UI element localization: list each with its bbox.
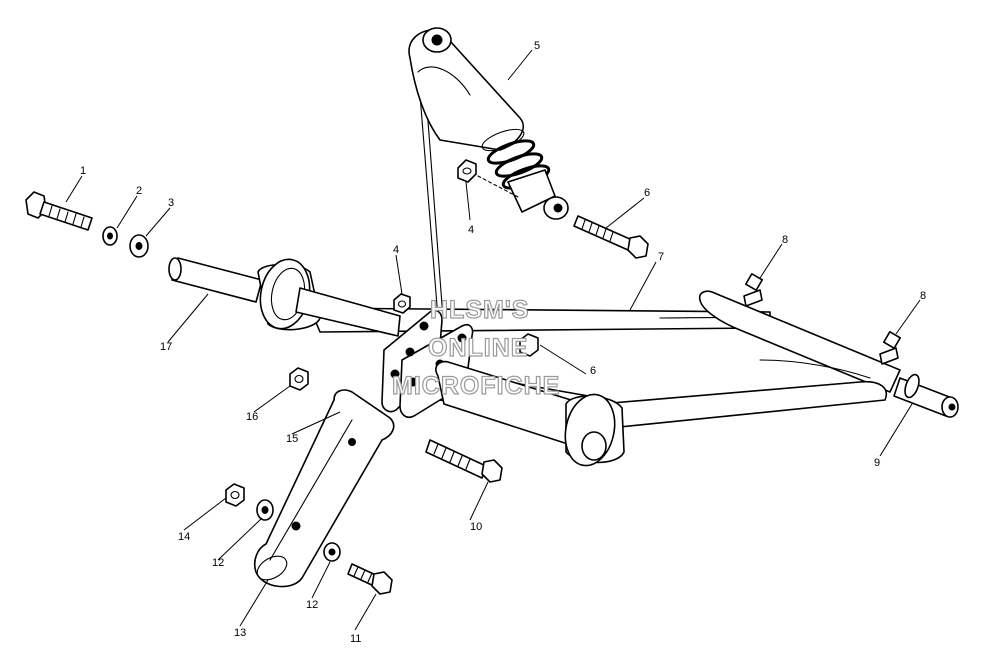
callout-6-mid: 6	[590, 365, 596, 377]
callout-8-upper: 8	[782, 234, 788, 246]
right-shaft	[893, 373, 959, 418]
callout-4-upper: 4	[468, 224, 474, 236]
washer-12-lower	[323, 542, 341, 562]
watermark-line-3: MICROFICHE	[392, 372, 560, 400]
washer-3	[129, 234, 149, 258]
callout-7: 7	[658, 251, 664, 263]
callout-12-left: 12	[212, 557, 224, 569]
washer-12-upper	[256, 499, 274, 521]
grease-fitting-upper	[743, 273, 763, 307]
nut-6-mid	[519, 333, 539, 357]
axle-shaft	[168, 257, 401, 337]
bolt-upper	[573, 215, 649, 259]
callout-1: 1	[80, 165, 86, 177]
watermark-line-2: ONLINE	[428, 334, 528, 362]
bolt-left	[25, 191, 93, 231]
bolt-11	[347, 563, 393, 595]
callout-12-right: 12	[306, 599, 318, 611]
callout-15: 15	[286, 433, 298, 445]
watermark: HLSM'S ONLINE MICROFICHE	[391, 295, 560, 400]
link-arm	[253, 389, 395, 588]
nut-14	[225, 483, 245, 507]
callout-6-upper: 6	[644, 187, 650, 199]
nut-mid	[393, 293, 411, 314]
bolt-10	[425, 439, 503, 483]
callout-3: 3	[168, 197, 174, 209]
washer-2	[102, 226, 118, 246]
callout-labels: 1 2 3 4 4 5 6 6 7 8 8 9 10 11 12 12 13 1…	[80, 40, 926, 645]
callout-5: 5	[534, 40, 540, 52]
grease-fitting-lower	[879, 331, 901, 365]
watermark-line-1: HLSM'S	[430, 296, 529, 324]
callout-10: 10	[470, 521, 482, 533]
callout-8-lower: 8	[920, 290, 926, 302]
callout-13: 13	[234, 627, 246, 639]
callout-14: 14	[178, 531, 190, 543]
callout-2: 2	[136, 185, 142, 197]
nut-upper	[457, 159, 521, 199]
callout-16: 16	[246, 411, 258, 423]
lower-roller	[435, 360, 625, 467]
callout-4-mid: 4	[393, 244, 399, 256]
callout-11: 11	[350, 633, 361, 645]
shock-absorber	[408, 27, 569, 319]
nut-16	[289, 367, 309, 391]
callout-9: 9	[874, 457, 880, 469]
callout-17: 17	[160, 341, 172, 353]
leader-lines	[65, 49, 921, 631]
